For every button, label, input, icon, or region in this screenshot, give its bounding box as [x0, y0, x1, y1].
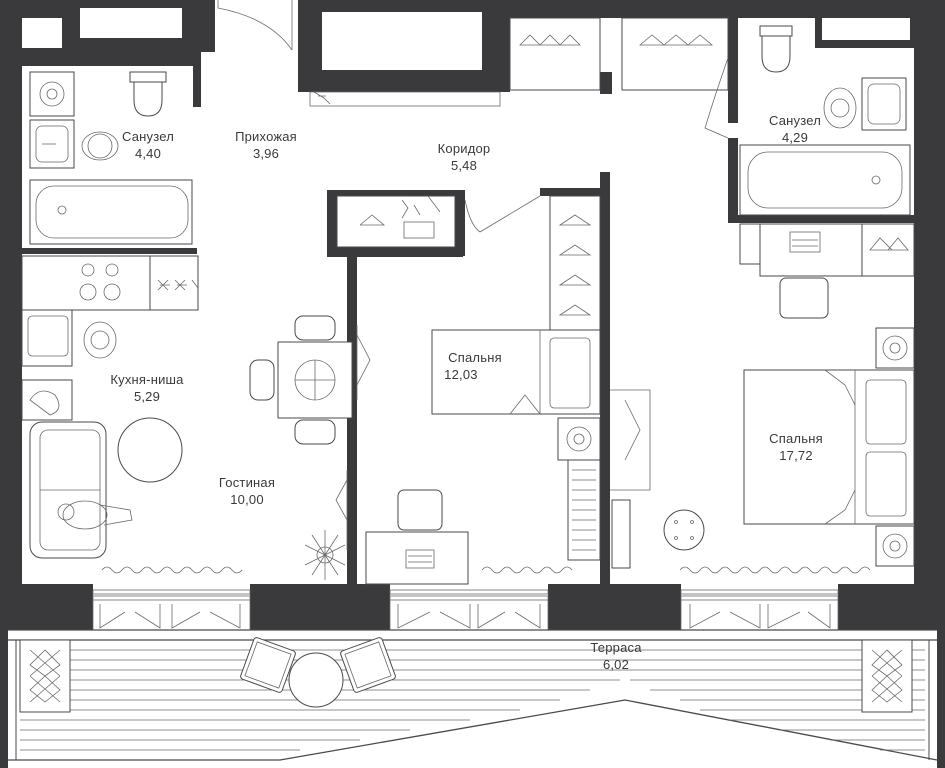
room-area: 4,40: [134, 146, 162, 161]
room-label-hallway: Прихожая 3,96: [235, 128, 297, 162]
room-label-kitchen-niche: Кухня-ниша 5,29: [110, 371, 183, 405]
room-label-bathroom-right: Санузел 4,29: [769, 112, 821, 146]
room-label-living-room: Гостиная 10,00: [219, 474, 275, 508]
room-name: Санузел: [768, 113, 822, 128]
room-area: 12,03: [444, 367, 478, 382]
room-label-bedroom-large: Спальня 17,72: [769, 430, 823, 464]
top-wardrobes: [309, 17, 729, 107]
large-bedroom-furniture: [611, 223, 915, 574]
kitchen-fixtures: [21, 255, 199, 421]
room-area: 5,48: [450, 158, 478, 173]
room-area: 10,00: [230, 492, 264, 507]
room-area: 17,72: [779, 448, 813, 463]
room-label-corridor: Коридор 5,48: [438, 140, 491, 174]
room-name: Спальня: [448, 350, 502, 365]
room-name: Гостиная: [218, 475, 276, 490]
room-name: Коридор: [437, 141, 491, 156]
room-label-bathroom-left: Санузел 4,40: [122, 128, 174, 162]
room-name: Санузел: [121, 129, 175, 144]
room-area: 5,29: [133, 389, 161, 404]
terrace-deck: [8, 629, 938, 761]
room-area: 3,96: [252, 146, 280, 161]
room-name: Терраса: [590, 640, 642, 655]
windows: [92, 589, 839, 630]
room-label-terrace: Терраса 6,02: [590, 639, 641, 673]
corridor-closet: [336, 195, 541, 248]
small-bedroom-furniture: [365, 195, 651, 585]
room-area: 6,02: [602, 657, 630, 672]
room-name: Спальня: [769, 431, 823, 446]
living-room-furniture: [29, 315, 371, 580]
entrance-door: [217, 0, 293, 51]
room-name: Прихожая: [235, 129, 297, 144]
room-label-bedroom-small: Спальня 12,03: [444, 349, 502, 383]
right-bathroom-fixtures: [704, 25, 911, 216]
room-area: 4,29: [781, 130, 809, 145]
room-name: Кухня-ниша: [110, 372, 184, 387]
left-bathroom-fixtures: [29, 71, 193, 245]
